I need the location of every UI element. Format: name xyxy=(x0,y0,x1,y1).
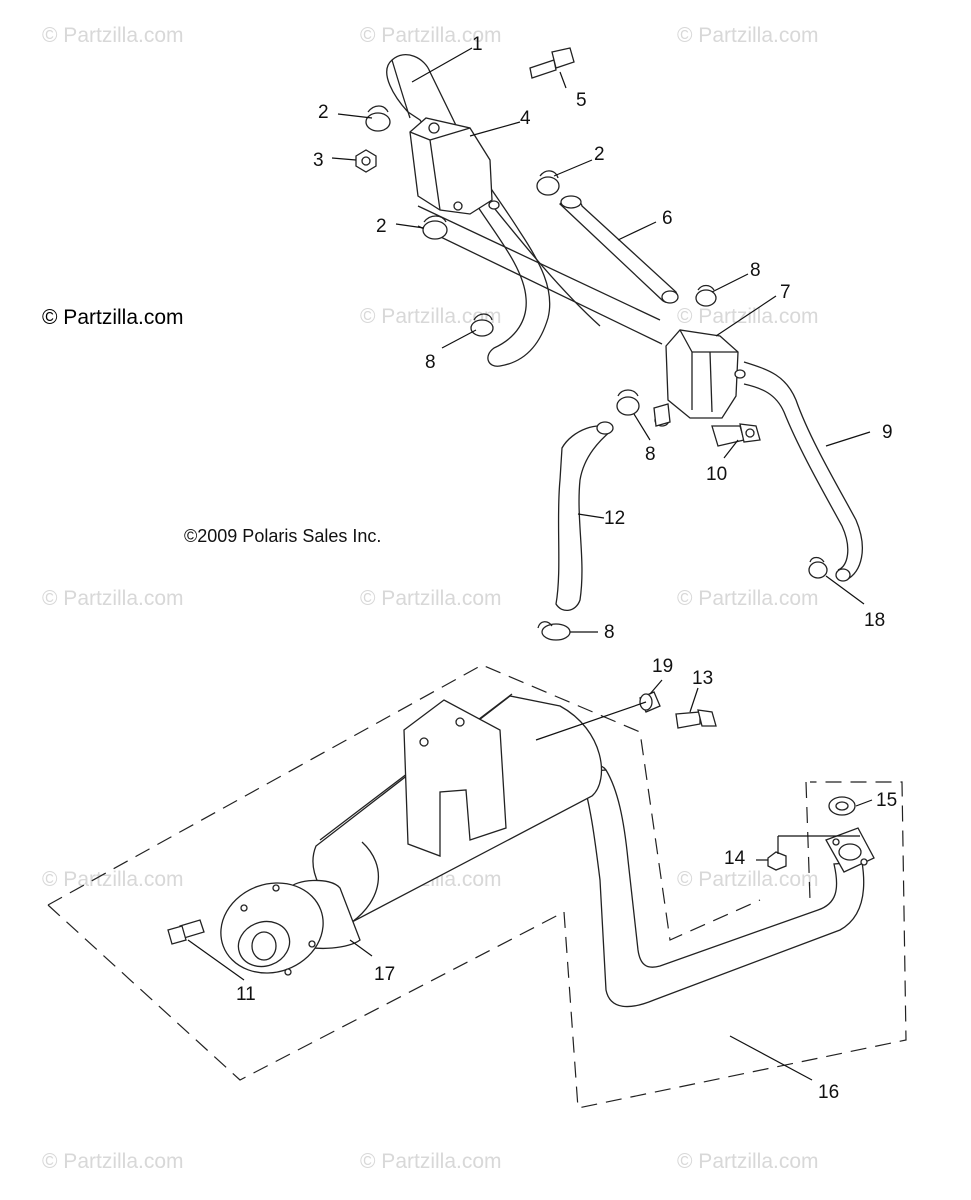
watermark: © Partzilla.com xyxy=(677,24,819,47)
callout-3: 3 xyxy=(313,150,324,171)
callout-2: 2 xyxy=(376,216,387,237)
callout-14: 14 xyxy=(724,848,746,869)
muffler-bracket xyxy=(403,699,507,857)
callout-16: 16 xyxy=(818,1082,839,1103)
part-8-clamp xyxy=(470,313,494,337)
watermark: © Partzilla.com xyxy=(360,305,502,328)
callout-9: 9 xyxy=(882,422,893,443)
breather-tube xyxy=(417,197,663,345)
callout-13: 13 xyxy=(692,668,713,689)
watermark: © Partzilla.com xyxy=(677,305,819,328)
copyright-polaris: ©2009 Polaris Sales Inc. xyxy=(184,526,381,546)
callout-2: 2 xyxy=(318,102,329,123)
watermark: © Partzilla.com xyxy=(42,868,184,891)
part-14-nut xyxy=(767,851,787,871)
part-5-bolt xyxy=(529,47,575,79)
part-15-flange xyxy=(825,796,875,873)
watermark: © Partzilla.com xyxy=(677,1150,819,1173)
copyright-partzilla: © Partzilla.com xyxy=(42,306,184,329)
part-2-clamp xyxy=(365,105,391,132)
callout-8: 8 xyxy=(750,260,761,281)
watermark: © Partzilla.com xyxy=(677,868,819,891)
callout-6: 6 xyxy=(662,208,673,229)
callout-17: 17 xyxy=(374,964,395,985)
callout-11: 11 xyxy=(236,984,256,1005)
watermark: © Partzilla.com xyxy=(360,587,502,610)
muffler-end-plate xyxy=(220,882,324,976)
callout-8: 8 xyxy=(604,622,615,643)
callout-12: 12 xyxy=(604,508,625,529)
watermark: © Partzilla.com xyxy=(42,587,184,610)
part-13-bolt xyxy=(675,709,717,729)
part-4-valve-box xyxy=(409,117,500,215)
watermark: © Partzilla.com xyxy=(42,1150,184,1173)
part-2-clamp xyxy=(422,215,448,240)
part-18-clamp xyxy=(808,556,828,579)
part-9-hose xyxy=(743,361,863,582)
part-12-hose xyxy=(555,421,614,611)
part-19-spacer xyxy=(639,691,661,713)
watermark: © Partzilla.com xyxy=(360,24,502,47)
watermark: © Partzilla.com xyxy=(360,1150,502,1173)
watermark: © Partzilla.com xyxy=(677,587,819,610)
callout-1: 1 xyxy=(472,34,483,55)
callout-5: 5 xyxy=(576,90,587,111)
part-10-bolt xyxy=(711,423,761,447)
part-11-bolt xyxy=(167,919,205,945)
part-1-tube xyxy=(386,54,551,367)
leader-lines xyxy=(187,47,873,1081)
part-3-nut xyxy=(355,149,377,173)
callout-10: 10 xyxy=(706,464,727,485)
assembly-outlines xyxy=(47,664,907,1109)
part-2-clamp xyxy=(536,170,560,196)
callout-18: 18 xyxy=(864,610,885,631)
callout-8: 8 xyxy=(425,352,436,373)
part-8-clamp xyxy=(695,284,717,307)
callout-2: 2 xyxy=(594,144,605,165)
callout-4: 4 xyxy=(520,108,531,129)
part-8-clamp xyxy=(616,389,640,416)
watermarks: © Partzilla.com © Partzilla.com © Partzi… xyxy=(42,24,819,1173)
callout-7: 7 xyxy=(780,282,791,303)
callout-15: 15 xyxy=(876,790,897,811)
callouts: 1 2 3 4 5 2 2 6 8 7 8 9 8 10 12 8 18 19 … xyxy=(236,34,897,1103)
callout-19: 19 xyxy=(652,656,673,677)
part-8-clamp xyxy=(537,621,571,641)
watermark: © Partzilla.com xyxy=(42,24,184,47)
part-7-valve xyxy=(653,329,746,427)
callout-8: 8 xyxy=(645,444,656,465)
part-6-hose xyxy=(559,195,679,304)
